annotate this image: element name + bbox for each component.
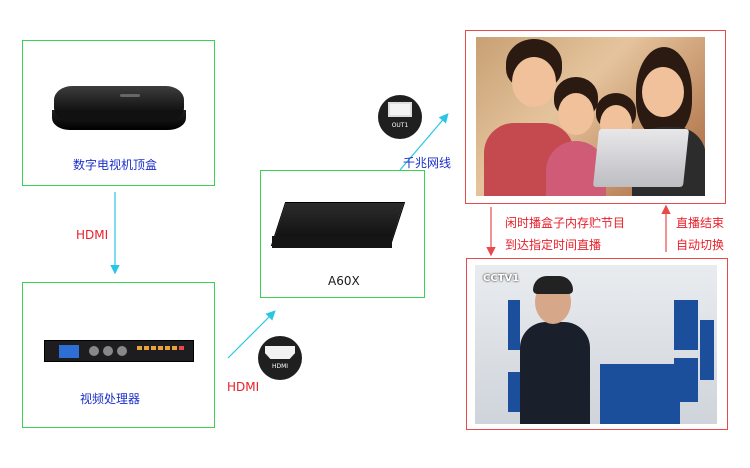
video-processor-icon xyxy=(44,340,194,362)
channel-logo: CCTV1 xyxy=(483,273,520,284)
processor-label: 视频处理器 xyxy=(80,392,141,406)
hdmi-port-label: HDMI xyxy=(271,363,289,370)
arrow-a60x-to-screen1 xyxy=(399,113,449,171)
out1-label: OUT1 xyxy=(391,122,409,129)
hdmi-left-label: HDMI xyxy=(76,228,109,242)
store-text-line1: 闲时播盒子内存贮节目 xyxy=(505,216,626,230)
a60x-label: A60X xyxy=(328,274,360,288)
live-text-line2: 自动切换 xyxy=(676,238,725,252)
arrow-processor-to-a60x xyxy=(227,310,276,359)
ethernet-port-icon: OUT1 xyxy=(378,95,422,139)
stb-label: 数字电视机顶盒 xyxy=(73,158,158,172)
family-laptop-photo xyxy=(476,37,705,196)
set-top-box-icon xyxy=(50,82,188,140)
live-text-line1: 直播结束 xyxy=(676,216,725,230)
hdmi-right-label: HDMI xyxy=(227,380,260,394)
store-text-line2: 到达指定时间直播 xyxy=(505,238,602,252)
podium xyxy=(600,364,680,424)
gigabit-cable-label: 千兆网线 xyxy=(403,156,452,170)
hdmi-port-icon: HDMI xyxy=(258,336,302,380)
speaker-figure xyxy=(520,322,590,424)
